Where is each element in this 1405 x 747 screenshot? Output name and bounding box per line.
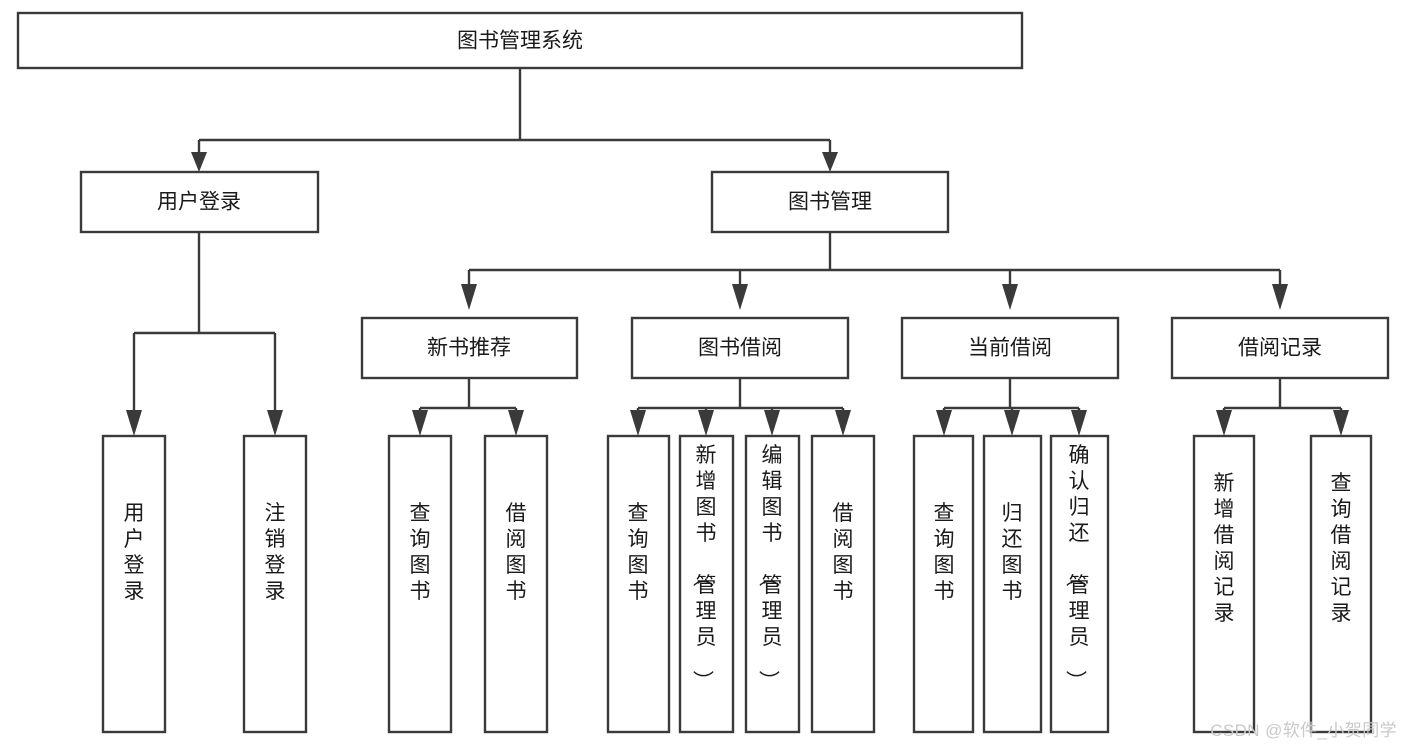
node-leaf-add-book[interactable]: 新增图书（管理员） xyxy=(678,434,735,734)
node-leaf-borrow-book-1-label: 借阅图书 xyxy=(506,502,527,603)
node-new-book-recommend-label: 新书推荐 xyxy=(427,337,511,360)
node-current-borrow-box[interactable] xyxy=(900,316,1120,380)
node-leaf-logout-login[interactable]: 注销登录 xyxy=(242,434,308,734)
node-leaf-add-book-label: 新增图书（管理员） xyxy=(691,444,717,691)
node-leaf-query-book-3-box[interactable] xyxy=(912,434,975,734)
csdn-watermark: CSDN @软件_小贺同学 xyxy=(1210,721,1397,740)
node-leaf-add-record[interactable]: 新增借阅记录 xyxy=(1192,434,1256,734)
node-leaf-user-login-box[interactable] xyxy=(101,434,167,734)
node-leaf-add-book-box[interactable] xyxy=(678,434,735,734)
node-leaf-query-book-2[interactable]: 查询图书 xyxy=(606,434,671,734)
arrow-head-leaf-query-book-1 xyxy=(412,410,428,436)
arrow-head-leaf-add-record xyxy=(1216,410,1232,436)
arrow-head-leaf-borrow-book-1 xyxy=(508,410,524,436)
node-leaf-query-book-2-label: 查询图书 xyxy=(628,502,649,603)
arrow-head-leaf-query-book-3 xyxy=(936,410,952,436)
node-leaf-query-book-2-box[interactable] xyxy=(606,434,671,734)
node-leaf-return-book-label: 归还图书 xyxy=(1002,502,1023,603)
node-leaf-borrow-book-1-box[interactable] xyxy=(483,434,549,734)
node-leaf-query-record[interactable]: 查询借阅记录 xyxy=(1309,434,1373,734)
node-root-box[interactable] xyxy=(16,11,1024,70)
arrow-head-leaf-add-book xyxy=(698,410,714,436)
node-book-management-label: 图书管理 xyxy=(788,191,872,214)
node-new-book-recommend-box[interactable] xyxy=(360,316,579,380)
node-leaf-logout-login-label: 注销登录 xyxy=(265,502,286,603)
node-leaf-user-login[interactable]: 用户登录 xyxy=(101,434,167,734)
node-root-label: 图书管理系统 xyxy=(457,30,583,53)
node-leaf-confirm-return[interactable]: 确认归还（管理员） xyxy=(1049,434,1110,734)
node-leaf-query-record-label: 查询借阅记录 xyxy=(1331,472,1352,625)
node-leaf-user-login-label: 用户登录 xyxy=(124,502,145,603)
node-leaf-confirm-return-label: 确认归还（管理员） xyxy=(1064,444,1090,691)
arrow-head-leaf-query-record xyxy=(1333,410,1349,436)
node-leaf-query-record-box[interactable] xyxy=(1309,434,1373,734)
arrow-head-book-borrow xyxy=(732,284,748,310)
node-leaf-add-record-label: 新增借阅记录 xyxy=(1214,472,1235,625)
node-book-management[interactable]: 图书管理 xyxy=(710,170,950,234)
node-leaf-add-record-box[interactable] xyxy=(1192,434,1256,734)
node-borrow-record-label: 借阅记录 xyxy=(1238,337,1322,360)
arrow-head-leaf-logout-login xyxy=(267,410,283,436)
arrow-head-leaf-query-book-2 xyxy=(630,410,646,436)
node-user-login-box[interactable] xyxy=(79,170,320,234)
node-book-borrow-label: 图书借阅 xyxy=(698,337,782,360)
node-user-login-label: 用户登录 xyxy=(157,191,241,214)
node-leaf-query-book-1-label: 查询图书 xyxy=(410,502,431,603)
arrow-head-leaf-return-book xyxy=(1004,410,1020,436)
node-leaf-query-book-3-label: 查询图书 xyxy=(934,502,955,603)
node-root[interactable]: 图书管理系统 xyxy=(16,11,1024,70)
arrow-head-leaf-user-login xyxy=(126,410,142,436)
node-book-borrow-box[interactable] xyxy=(630,316,850,380)
arrow-head-book-management xyxy=(822,152,838,172)
node-user-login[interactable]: 用户登录 xyxy=(79,170,320,234)
node-leaf-query-book-1[interactable]: 查询图书 xyxy=(387,434,453,734)
node-book-management-box[interactable] xyxy=(710,170,950,234)
node-current-borrow-label: 当前借阅 xyxy=(968,337,1052,360)
arrow-head-leaf-borrow-book-2 xyxy=(835,410,851,436)
node-borrow-record-box[interactable] xyxy=(1170,316,1390,380)
connector-layer xyxy=(126,68,1349,436)
node-current-borrow[interactable]: 当前借阅 xyxy=(900,316,1120,380)
node-leaf-edit-book-label: 编辑图书（管理员） xyxy=(757,444,783,691)
arrow-head-new-book-recommend xyxy=(461,284,477,310)
node-new-book-recommend[interactable]: 新书推荐 xyxy=(360,316,579,380)
arrow-head-leaf-confirm-return xyxy=(1071,410,1087,436)
arrow-head-leaf-edit-book xyxy=(764,410,780,436)
node-borrow-record[interactable]: 借阅记录 xyxy=(1170,316,1390,380)
node-leaf-logout-login-box[interactable] xyxy=(242,434,308,734)
node-leaf-edit-book-box[interactable] xyxy=(744,434,801,734)
node-leaf-borrow-book-2-box[interactable] xyxy=(810,434,876,734)
node-leaf-edit-book[interactable]: 编辑图书（管理员） xyxy=(744,434,801,734)
node-leaf-return-book-box[interactable] xyxy=(982,434,1043,734)
node-leaf-borrow-book-1[interactable]: 借阅图书 xyxy=(483,434,549,734)
node-book-borrow[interactable]: 图书借阅 xyxy=(630,316,850,380)
node-leaf-borrow-book-2[interactable]: 借阅图书 xyxy=(810,434,876,734)
node-leaf-query-book-1-box[interactable] xyxy=(387,434,453,734)
arrow-head-borrow-record xyxy=(1272,284,1288,310)
node-leaf-confirm-return-box[interactable] xyxy=(1049,434,1110,734)
arrow-head-current-borrow xyxy=(1002,284,1018,310)
node-leaf-borrow-book-2-label: 借阅图书 xyxy=(833,502,854,603)
node-leaf-return-book[interactable]: 归还图书 xyxy=(982,434,1043,734)
arrow-head-user-login xyxy=(191,152,207,172)
node-leaf-query-book-3[interactable]: 查询图书 xyxy=(912,434,975,734)
